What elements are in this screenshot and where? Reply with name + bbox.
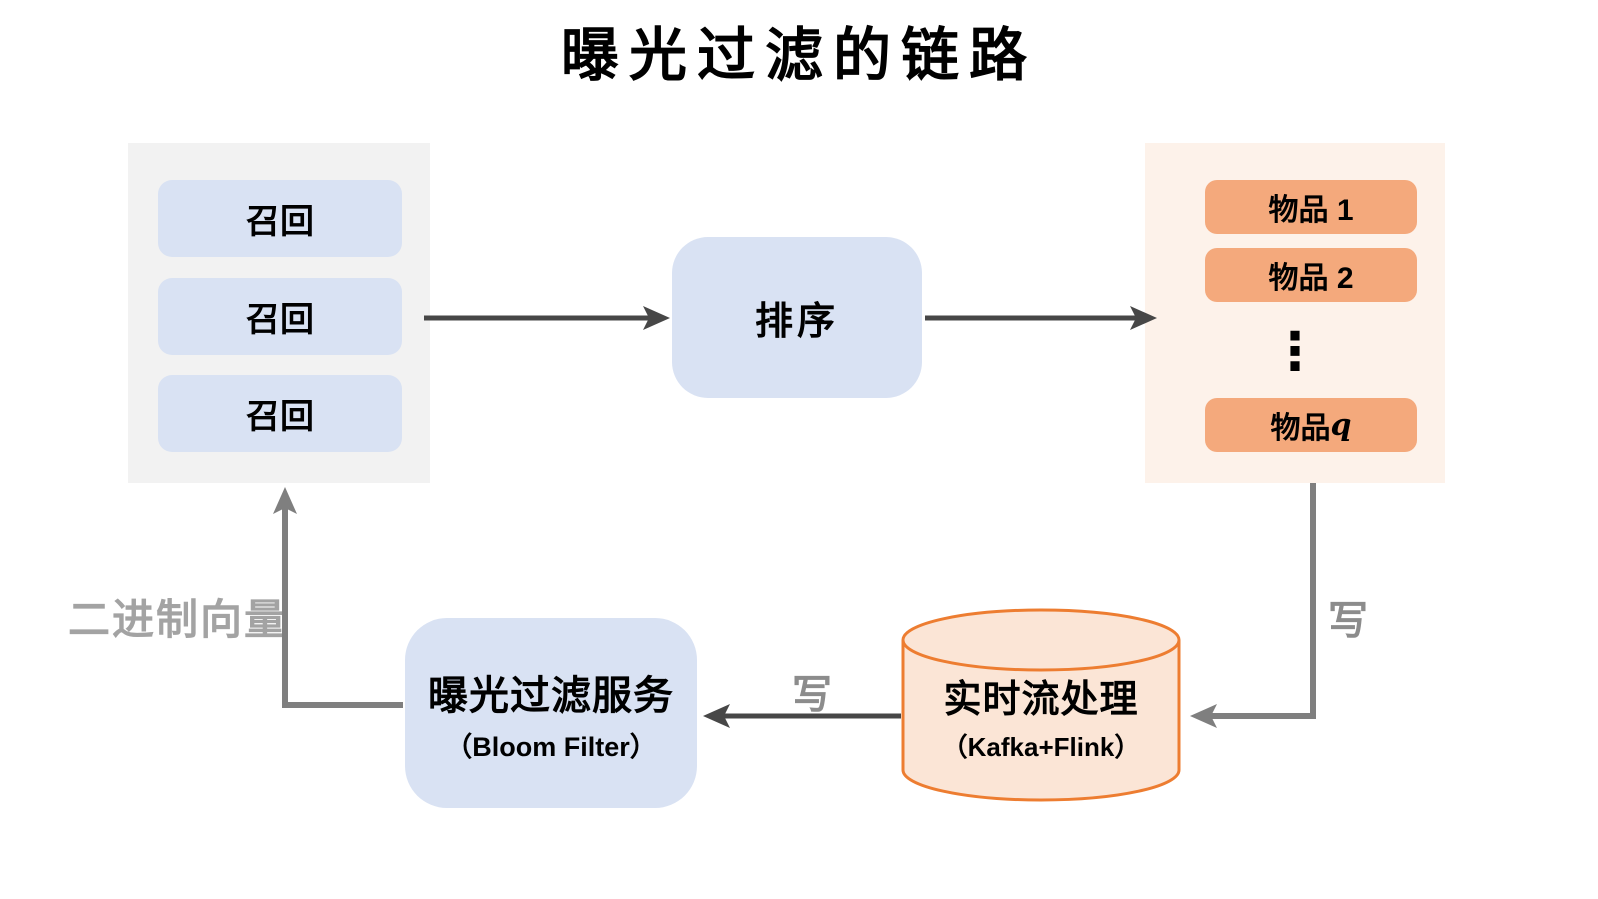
stream-processing-tech: （Kafka+Flink） [941, 732, 1141, 762]
diagram-title: 曝光过滤的链路 [560, 21, 1037, 89]
item-q-variable: q [1330, 407, 1352, 443]
binary-vector-label: 二进制向量 [68, 596, 289, 643]
rank-box-label: 排序 [754, 301, 839, 343]
cylinder-shape [901, 608, 1181, 802]
items-panel: 物品 1 物品 2 ⋮ 物品 q [1145, 143, 1445, 483]
stream-processing-name: 实时流处理 [943, 679, 1139, 721]
item-box-2: 物品 2 [1205, 248, 1417, 302]
recall-box-label: 召回 [246, 398, 314, 436]
rank-box: 排序 [672, 237, 922, 398]
vertical-ellipsis-icon: ⋮ [1269, 322, 1321, 382]
recall-box-3: 召回 [158, 375, 402, 452]
write-to-filter-label: 写 [792, 673, 832, 717]
filter-service-name: 曝光过滤服务 [428, 673, 674, 718]
stream-processing-cylinder: 实时流处理 （Kafka+Flink） [900, 606, 1182, 806]
item-box-1: 物品 1 [1205, 180, 1417, 234]
arrow-items-to-stream [1190, 483, 1316, 728]
item-box-q: 物品 q [1205, 398, 1417, 452]
recall-panel: 召回 召回 召回 [128, 143, 430, 483]
recall-box-label: 召回 [246, 203, 314, 241]
recall-box-2: 召回 [158, 278, 402, 355]
arrow-recall-to-rank [424, 306, 670, 330]
exposure-filter-service-box: 曝光过滤服务 （Bloom Filter） [405, 618, 697, 808]
arrow-rank-to-items [925, 306, 1157, 330]
recall-box-label: 召回 [246, 301, 314, 339]
arrow-filter-to-recall [273, 487, 403, 708]
filter-service-tech: （Bloom Filter） [445, 731, 657, 762]
item-box-label: 物品 2 [1268, 262, 1354, 295]
write-to-stream-label: 写 [1328, 599, 1368, 643]
recall-box-1: 召回 [158, 180, 402, 257]
item-box-label: 物品 [1270, 412, 1331, 445]
cylinder-text: 实时流处理 （Kafka+Flink） [900, 668, 1182, 764]
item-box-label: 物品 1 [1268, 194, 1354, 227]
